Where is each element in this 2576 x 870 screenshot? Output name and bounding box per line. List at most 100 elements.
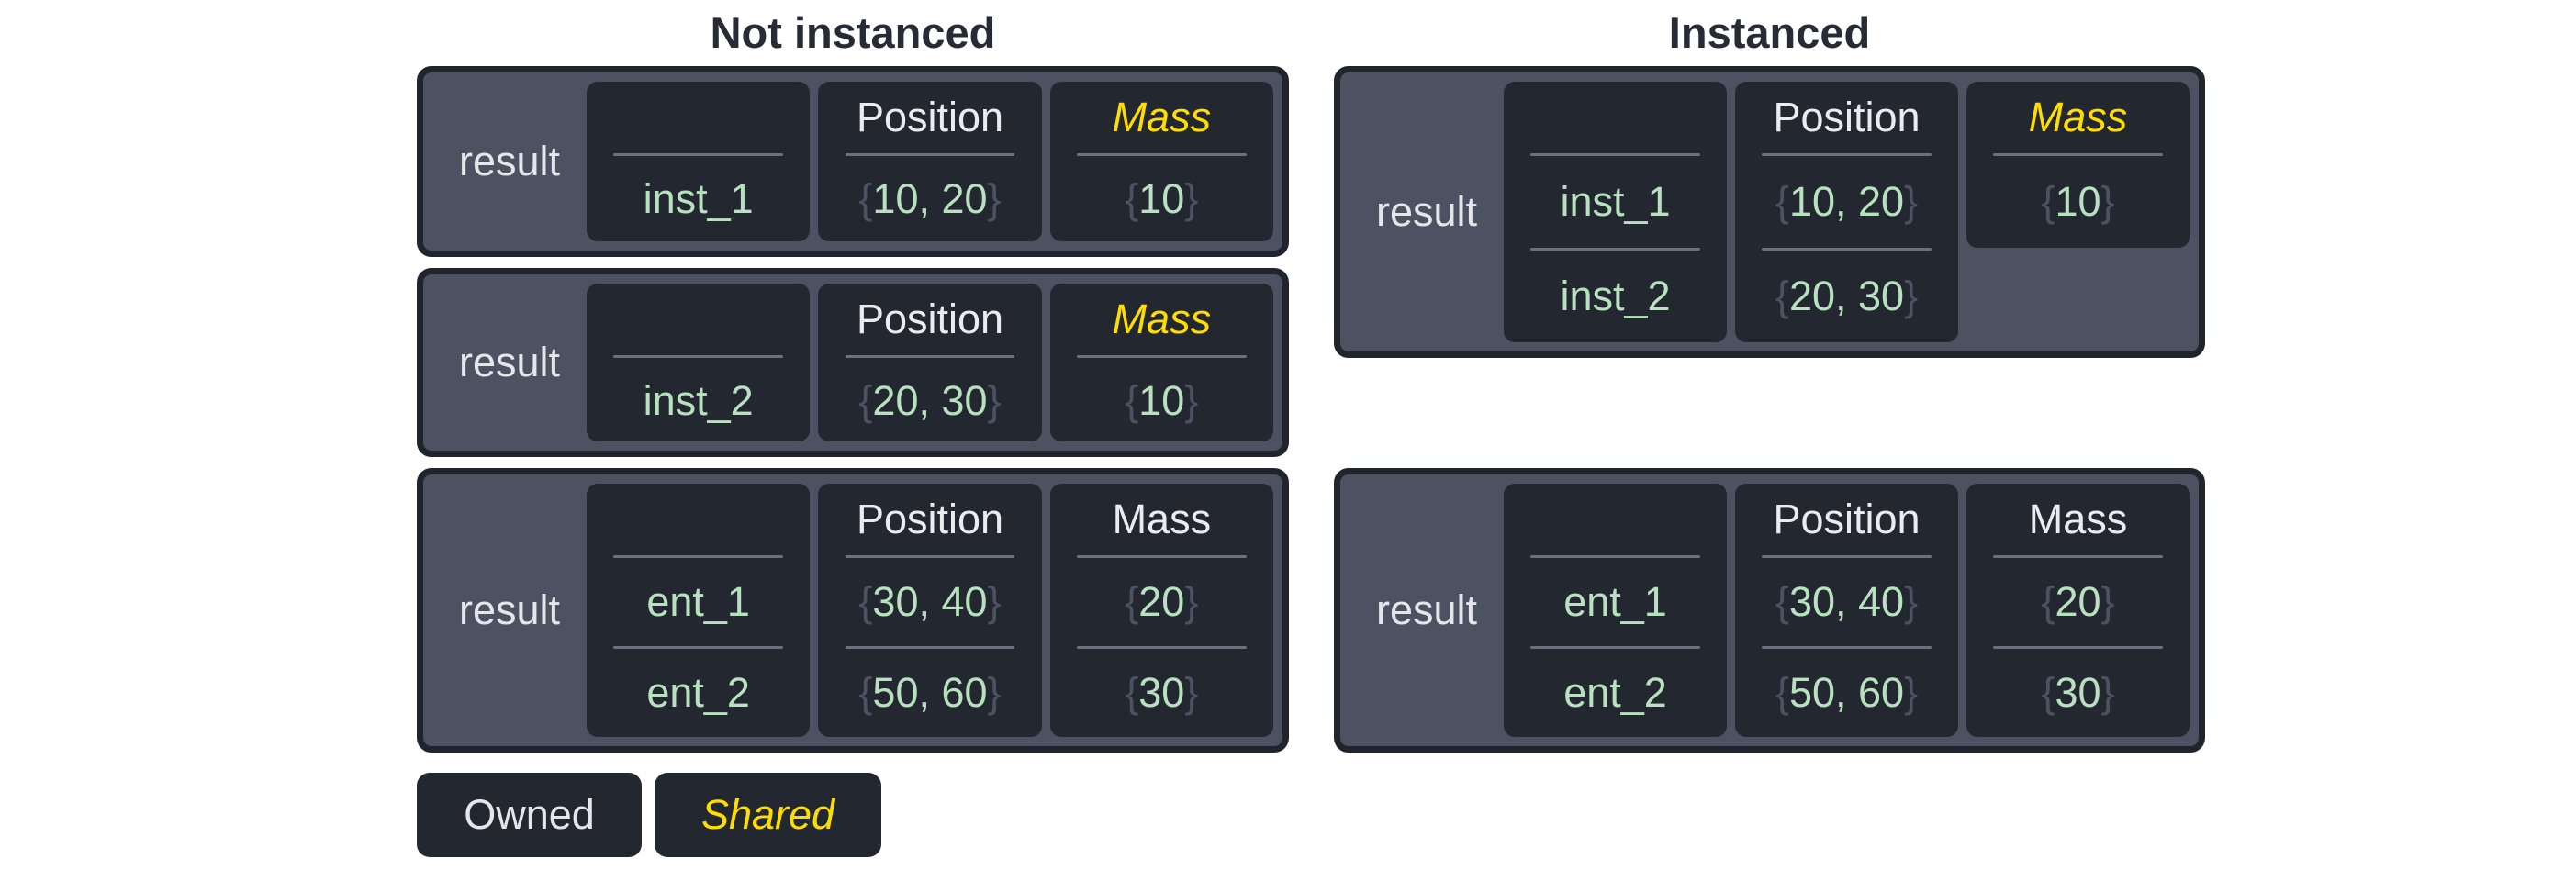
not-instanced-title: Not instanced <box>710 8 996 57</box>
position-value: {30, 40} <box>818 558 1041 646</box>
divider <box>1076 355 1247 358</box>
result-label: result <box>1375 188 1478 235</box>
brace-open: { <box>1775 273 1789 319</box>
result-label: result <box>1375 586 1478 633</box>
not-instanced-column: Not instanced result inst_1 Position {10… <box>417 0 1289 870</box>
result-table-inst2: result inst_2 Position {20, 30} Mass {10… <box>417 268 1289 457</box>
brace-open: { <box>1125 669 1139 716</box>
mass-column-shared: Mass {10} <box>1966 82 2190 248</box>
columns-group: inst_1 Position {10, 20} Mass {10} <box>587 82 1273 241</box>
position-value: {20, 30} <box>1735 251 1958 342</box>
mass-value: {10} <box>1050 358 1273 443</box>
mass-column: Mass {10} <box>1049 82 1273 241</box>
divider <box>1530 646 1700 649</box>
result-label: result <box>458 586 561 633</box>
mass-column: Mass {20} {30} <box>1049 484 1273 737</box>
brace-close: } <box>2100 178 2115 225</box>
result-table-entities: result ent_1 ent_2 Position {30, 40} {50… <box>417 468 1289 753</box>
divider <box>1076 555 1247 558</box>
mass-column: Mass {10} <box>1049 284 1273 443</box>
entity-name: ent_1 <box>646 578 750 625</box>
divider <box>1530 555 1700 558</box>
entity-column: inst_2 <box>587 284 811 441</box>
brace-close: } <box>1904 178 1919 225</box>
position-column-header: Position <box>856 496 1004 542</box>
position-column-header: Position <box>1773 94 1921 140</box>
value-numbers: 30, 40 <box>872 578 988 625</box>
entity-column-header <box>1504 484 1727 555</box>
brace-close: } <box>987 669 1002 716</box>
brace-open: { <box>858 578 873 625</box>
value-numbers: 20, 30 <box>872 376 988 424</box>
divider <box>845 153 1015 156</box>
entity-column: ent_1 ent_2 <box>1504 484 1727 737</box>
entity-name: inst_1 <box>1560 178 1671 225</box>
position-column: Position {20, 30} <box>818 284 1042 443</box>
result-label: result <box>458 339 561 385</box>
entity-name: ent_2 <box>1563 669 1667 716</box>
brace-open: { <box>1125 376 1139 424</box>
mass-value: {20} <box>1966 558 2190 646</box>
divider <box>1762 646 1932 649</box>
entity-name: ent_2 <box>646 669 750 716</box>
brace-open: { <box>858 376 873 424</box>
columns-group: inst_2 Position {20, 30} Mass {10} <box>587 284 1273 441</box>
mass-column-header: Mass <box>2028 496 2128 542</box>
position-column: Position {30, 40} {50, 60} <box>818 484 1042 737</box>
divider <box>1762 248 1932 251</box>
position-value: {10, 20} <box>1735 156 1958 248</box>
entity-name: ent_1 <box>1563 578 1667 625</box>
divider <box>1076 153 1247 156</box>
divider <box>1993 153 2163 156</box>
divider <box>845 355 1015 358</box>
value-numbers: 30 <box>2055 669 2101 716</box>
brace-close: } <box>1184 578 1199 625</box>
mass-column-header: Mass <box>1112 94 1212 140</box>
brace-close: } <box>2100 669 2115 716</box>
entity-column-header <box>1504 82 1727 153</box>
entity-name: inst_2 <box>1560 273 1671 319</box>
divider <box>845 646 1015 649</box>
brace-open: { <box>1775 178 1789 225</box>
brace-open: { <box>1775 578 1789 625</box>
position-value: {20, 30} <box>818 358 1041 443</box>
entity-column-header <box>587 284 810 355</box>
brace-open: { <box>1125 578 1139 625</box>
position-column: Position {30, 40} {50, 60} <box>1735 484 1958 737</box>
instanced-column: Instanced result inst_1 inst_2 Position … <box>1334 0 2205 870</box>
entity-column: inst_1 <box>587 82 811 241</box>
brace-open: { <box>858 174 873 222</box>
brace-close: } <box>1904 669 1919 716</box>
value-numbers: 20 <box>1138 578 1185 625</box>
legend: Owned Shared <box>417 773 1289 857</box>
divider <box>613 555 784 558</box>
mass-value: {20} <box>1050 558 1273 646</box>
legend-shared: Shared <box>655 773 881 857</box>
entity-column: ent_1 ent_2 <box>587 484 811 737</box>
position-value: {30, 40} <box>1735 558 1958 646</box>
result-table-entities: result ent_1 ent_2 Position {30, 40} {50… <box>1334 468 2205 753</box>
mass-value: {30} <box>1050 649 1273 737</box>
brace-open: { <box>2041 669 2055 716</box>
value-numbers: 10 <box>1138 376 1185 424</box>
divider <box>1993 646 2163 649</box>
brace-close: } <box>2100 578 2115 625</box>
mass-value: {10} <box>1050 156 1273 241</box>
brace-open: { <box>1125 174 1139 222</box>
result-table-instances: result inst_1 inst_2 Position {10, 20} {… <box>1334 66 2205 358</box>
divider <box>1993 555 2163 558</box>
entity-name: inst_1 <box>643 174 754 222</box>
brace-open: { <box>858 669 873 716</box>
position-value: {50, 60} <box>1735 649 1958 737</box>
position-value: {50, 60} <box>818 649 1041 737</box>
columns-group: ent_1 ent_2 Position {30, 40} {50, 60} M… <box>1504 484 2190 737</box>
brace-close: } <box>1904 578 1919 625</box>
value-numbers: 10, 20 <box>872 174 988 222</box>
value-numbers: 10, 20 <box>1788 178 1905 225</box>
brace-close: } <box>987 376 1002 424</box>
entity-name: inst_2 <box>643 376 754 424</box>
entity-column-header <box>587 484 810 555</box>
value-numbers: 20 <box>2055 578 2101 625</box>
value-numbers: 20, 30 <box>1788 273 1905 319</box>
